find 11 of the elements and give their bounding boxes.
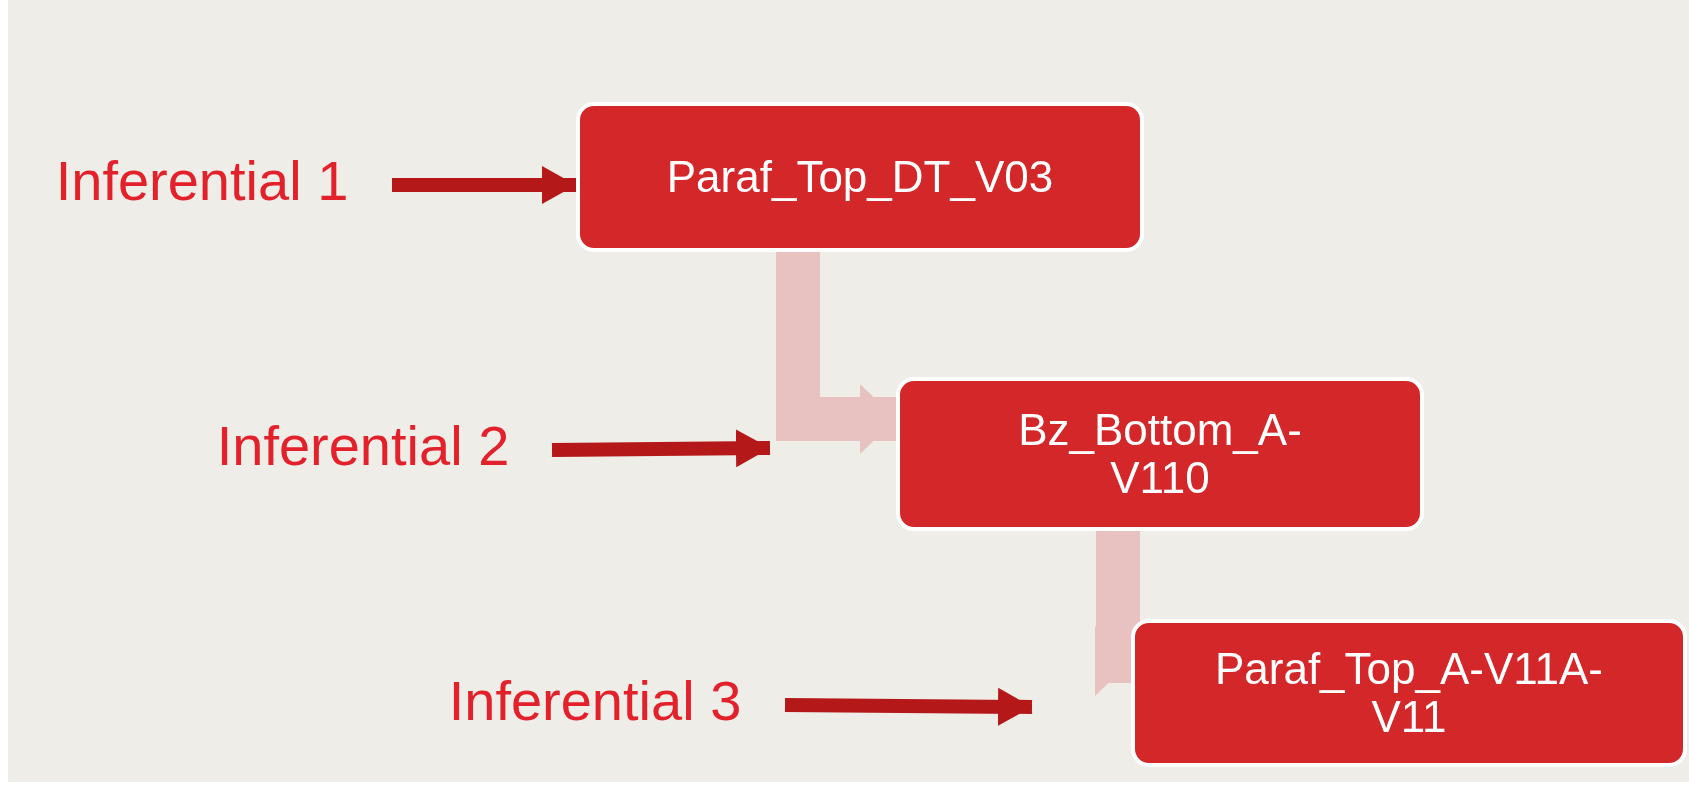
- arrow: [392, 166, 576, 204]
- process-box: Bz_Bottom_A- V110: [896, 377, 1424, 531]
- input-label: Inferential 1: [16, 148, 388, 218]
- block-arrow: [1095, 531, 1140, 696]
- input-label: Inferential 2: [178, 413, 548, 483]
- input-label: Inferential 3: [409, 668, 781, 738]
- process-box: Paraf_Top_A-V11A- V11: [1131, 619, 1687, 767]
- block-arrow: [776, 252, 896, 454]
- process-box: Paraf_Top_DT_V03: [576, 102, 1144, 252]
- arrow: [784, 687, 1033, 726]
- arrow: [551, 429, 771, 468]
